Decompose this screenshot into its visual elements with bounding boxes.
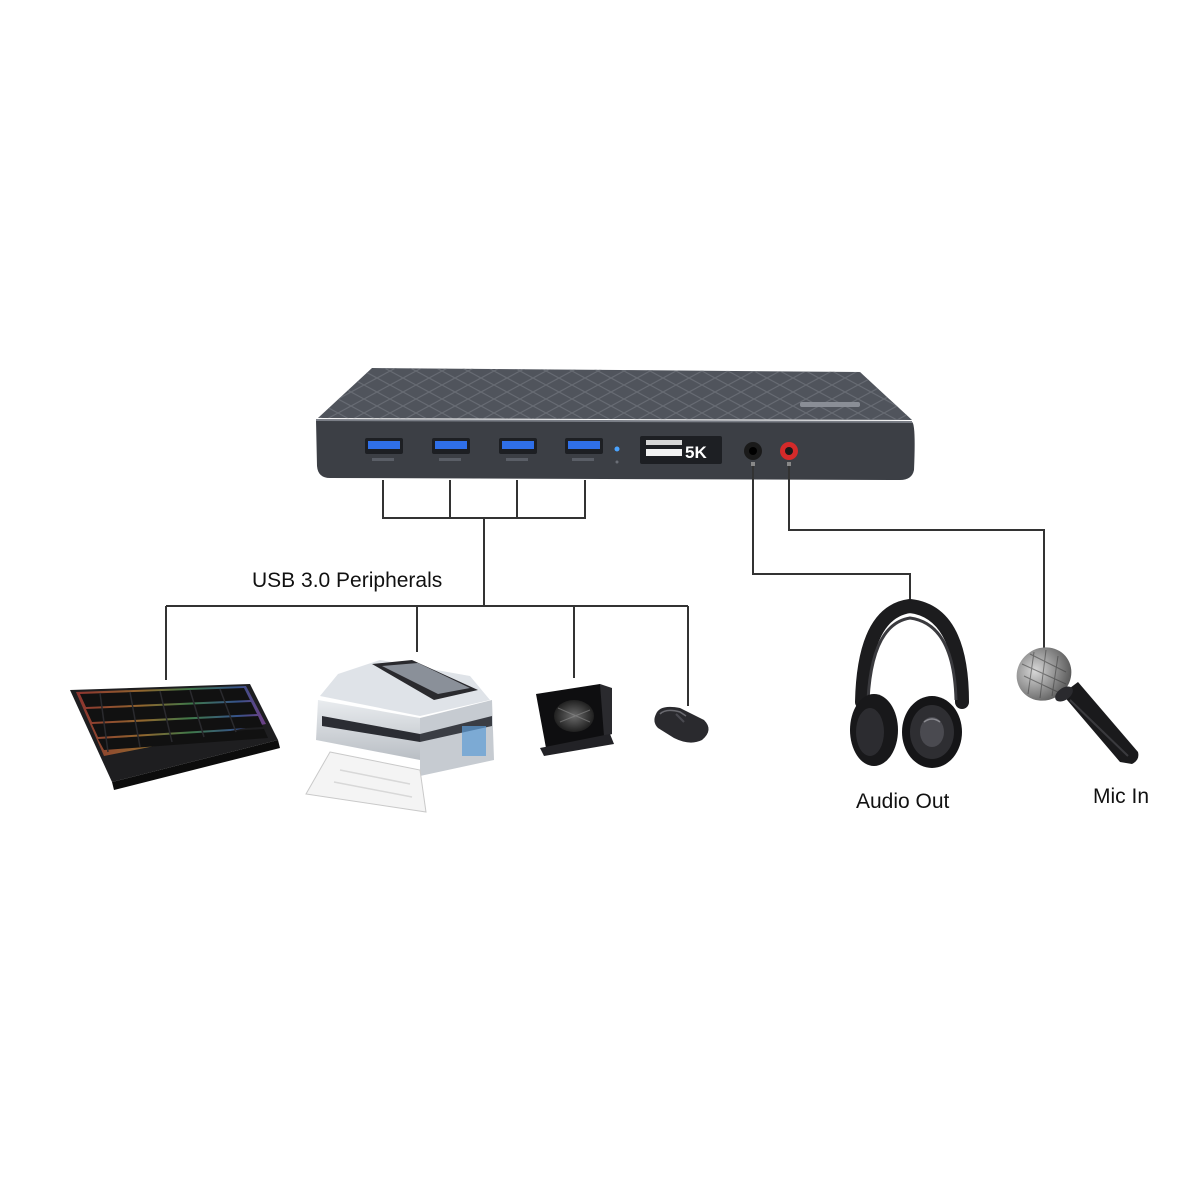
dock-logo-mark: [800, 402, 860, 407]
audio-out-line: [752, 466, 911, 604]
printer-icon: [305, 660, 494, 813]
usb-ports: [365, 438, 603, 461]
keyboard-icon: [70, 684, 280, 790]
connector-lines: [165, 466, 1045, 706]
usb-peripherals-label: USB 3.0 Peripherals: [252, 569, 442, 592]
mic-in-label: Mic In: [1093, 785, 1149, 808]
usb-port-3[interactable]: [499, 438, 537, 461]
usb-distribution-line: [165, 605, 689, 706]
external-drive-icon: [536, 684, 614, 756]
usb-bracket-line: [382, 480, 586, 519]
mic-in-jack[interactable]: [780, 442, 798, 466]
docking-station: 5K: [315, 368, 915, 480]
5k-badge-text: 5K: [685, 443, 707, 462]
microphone-icon: [1016, 647, 1139, 764]
headphones-icon: [850, 598, 969, 768]
mouse-icon: [654, 706, 709, 743]
audio-out-label: Audio Out: [856, 790, 950, 813]
usb-port-4[interactable]: [565, 438, 603, 461]
audio-out-jack[interactable]: [744, 442, 762, 466]
usb-port-2[interactable]: [432, 438, 470, 461]
status-led: [614, 446, 620, 452]
usb-port-1[interactable]: [365, 438, 403, 461]
5k-badge: 5K: [640, 436, 722, 464]
mic-in-line: [788, 466, 1045, 652]
